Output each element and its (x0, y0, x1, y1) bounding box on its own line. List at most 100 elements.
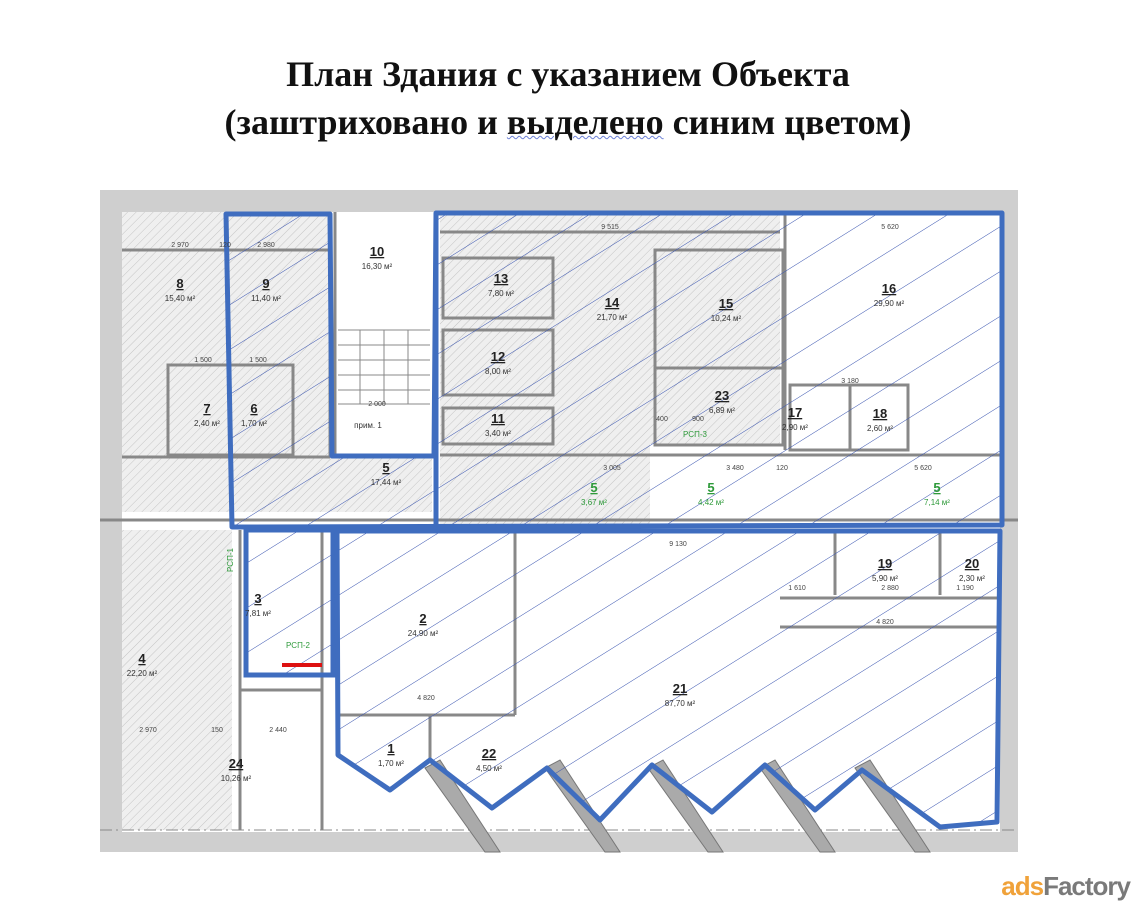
room-label: 22 4,50 м² (476, 746, 502, 773)
object-highlight (223, 210, 1005, 830)
room-label: 15 10,24 м² (711, 296, 742, 323)
room-area: 7,80 м² (488, 289, 514, 298)
room-number: 5 (933, 480, 940, 495)
dimension-label: 120 (776, 465, 788, 472)
room-area: 1,70 м² (241, 419, 267, 428)
dimension-label: 400 (656, 416, 668, 423)
watermark-part-b: Factory (1043, 871, 1131, 901)
rsp3-label: РСП-3 (683, 430, 707, 439)
object-area-room-3 (243, 527, 336, 678)
room-number: 19 (878, 556, 892, 571)
room-number: 11 (491, 411, 505, 426)
dimension-label: 1 500 (249, 357, 267, 364)
rsp2-label: РСП-2 (286, 641, 310, 650)
title-part: (заштриховано и (224, 102, 507, 142)
room-number: 15 (719, 296, 733, 311)
room-number: 1 (387, 741, 394, 756)
room-number: 22 (482, 746, 496, 761)
room-area: 11,40 м² (251, 294, 281, 303)
room-label: 815,40 м² (165, 276, 196, 303)
room-area: 7,81 м² (245, 609, 271, 618)
dimension-label: 150 (211, 727, 223, 734)
room-label: 236,89 м² (709, 388, 735, 415)
dimension-label: 2 980 (257, 242, 275, 249)
room-number: 14 (605, 295, 620, 310)
adsfactory-watermark: adsFactory (1001, 871, 1131, 902)
room-label: 10 16,30 м² (362, 244, 393, 271)
room-label: 24 10,26 м² (221, 756, 252, 783)
room-label: 5 17,44 м² (371, 460, 402, 487)
room-number: 6 (250, 401, 257, 416)
room-area: 21,70 м² (597, 313, 628, 322)
room-label: 11 3,40 м² (485, 411, 511, 438)
room-area: 5,90 м² (872, 574, 898, 583)
dimension-label: 1 610 (788, 585, 806, 592)
dimension-label: 5 620 (914, 465, 932, 472)
room-number: 9 (262, 276, 269, 291)
room-area: 17,44 м² (371, 478, 402, 487)
room-number: 17 (788, 405, 802, 420)
room-label: 12 8,00 м² (485, 349, 511, 376)
dimension-label: 4 820 (417, 695, 435, 702)
dimension-label: 9 515 (601, 224, 619, 231)
room-number: 2 (419, 611, 426, 626)
room-number: 18 (873, 406, 887, 421)
room-area: 15,40 м² (165, 294, 196, 303)
object-area-bottom (334, 528, 1003, 830)
page-title-line-1: План Здания с указанием Объекта (286, 54, 850, 94)
dimension-label: 120 (219, 242, 231, 249)
room-area: 8,00 м² (485, 367, 511, 376)
room-label: 5 3,67 м² (581, 480, 607, 507)
room-area: 1,70 м² (378, 759, 404, 768)
room-area: 22,20 м² (127, 669, 158, 678)
room-area: 2,40 м² (194, 419, 220, 428)
dimension-label: 2 440 (269, 727, 287, 734)
room-label: 7 2,40 м² (194, 401, 220, 428)
dimension-label: 9 130 (669, 541, 687, 548)
dimension-label: 4 820 (876, 619, 894, 626)
dimension-label: 3 005 (603, 465, 621, 472)
room-number: 16 (882, 281, 896, 296)
room-number: 5 (382, 460, 389, 475)
page-title-line-2: (заштриховано и выделено синим цветом) (0, 100, 1136, 144)
room-area: 2,30 м² (959, 574, 985, 583)
room-area: 87,70 м² (665, 699, 696, 708)
room-area: 3,40 м² (485, 429, 511, 438)
room-number: 10 (370, 244, 384, 259)
room-number: 5 (707, 480, 714, 495)
room-label: 1 1,70 м² (378, 741, 404, 768)
room-area: 4,50 м² (476, 764, 502, 773)
room-area: 24,90 м² (408, 629, 439, 638)
rsp1-label: РСП-1 (226, 548, 235, 572)
dimension-label: 2 000 (368, 401, 386, 408)
room-number: 20 (965, 556, 979, 571)
room-number: 24 (229, 756, 244, 771)
room-label: 2 24,90 м² (408, 611, 439, 638)
room-area: 16,30 м² (362, 262, 393, 271)
room-area: 10,24 м² (711, 314, 742, 323)
room-label: 19 5,90 м² (872, 556, 898, 583)
note-label: прим. 1 (354, 421, 382, 430)
room-number: 7 (203, 401, 210, 416)
room-area: 10,26 м² (221, 774, 252, 783)
dimension-label: 3 480 (726, 465, 744, 472)
dimension-label: 3 180 (841, 378, 859, 385)
room-number: 4 (138, 651, 146, 666)
room-number: 13 (494, 271, 508, 286)
room-label: 6 1,70 м² (241, 401, 267, 428)
room-number: 23 (715, 388, 729, 403)
staircase (338, 329, 430, 405)
room-label: 9 11,40 м² (251, 276, 281, 303)
dimension-label: 2 970 (139, 727, 157, 734)
room-number: 12 (491, 349, 505, 364)
room-number: 3 (254, 591, 261, 606)
title-part: синим цветом) (663, 102, 912, 142)
room-label: 14 21,70 м² (597, 295, 628, 322)
room-label: 4 22,20 м² (127, 651, 158, 678)
watermark-part-a: ads (1001, 871, 1044, 901)
room-number: 5 (590, 480, 597, 495)
room-area: 3,67 м² (581, 498, 607, 507)
